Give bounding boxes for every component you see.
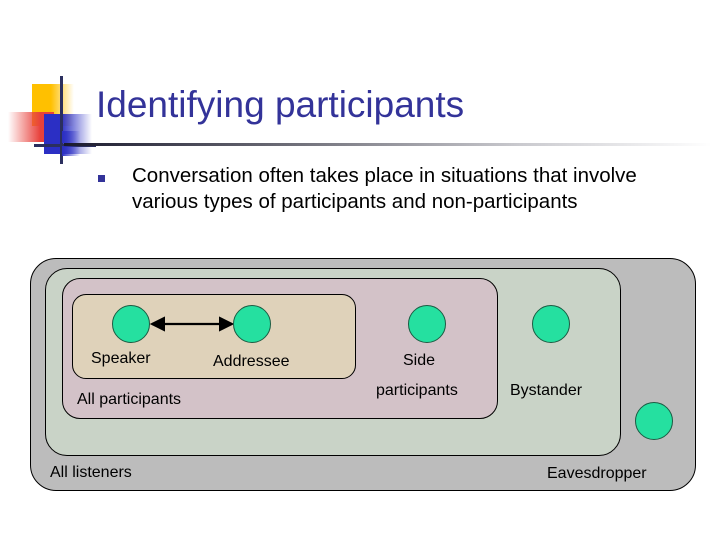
- logo-vertical-line-icon: [60, 76, 63, 164]
- node-bystander[interactable]: [532, 305, 570, 343]
- slide-title: Identifying participants: [96, 84, 465, 125]
- speaker-addressee-arrow-icon: [149, 316, 235, 332]
- label-speaker: Speaker: [91, 350, 151, 367]
- label-all-participants: All participants: [77, 391, 182, 408]
- label-bystander: Bystander: [510, 382, 583, 399]
- bullet-item-text: Conversation often takes place in situat…: [132, 164, 637, 213]
- title-divider: [64, 143, 712, 146]
- title-rule-accent-bottom: [62, 146, 80, 156]
- node-side-participants[interactable]: [408, 305, 446, 343]
- node-addressee[interactable]: [233, 305, 271, 343]
- label-side-line1: Side: [403, 352, 436, 369]
- title-rule-accent-top: [62, 131, 80, 143]
- node-eavesdropper[interactable]: [635, 402, 673, 440]
- label-side-line2: participants: [376, 382, 458, 399]
- node-speaker[interactable]: [112, 305, 150, 343]
- decorative-logo: [0, 62, 116, 172]
- label-eavesdropper: Eavesdropper: [547, 465, 647, 482]
- label-addressee: Addressee: [213, 353, 290, 370]
- square-bullet-icon: [98, 175, 105, 182]
- label-all-listeners: All listeners: [50, 464, 132, 481]
